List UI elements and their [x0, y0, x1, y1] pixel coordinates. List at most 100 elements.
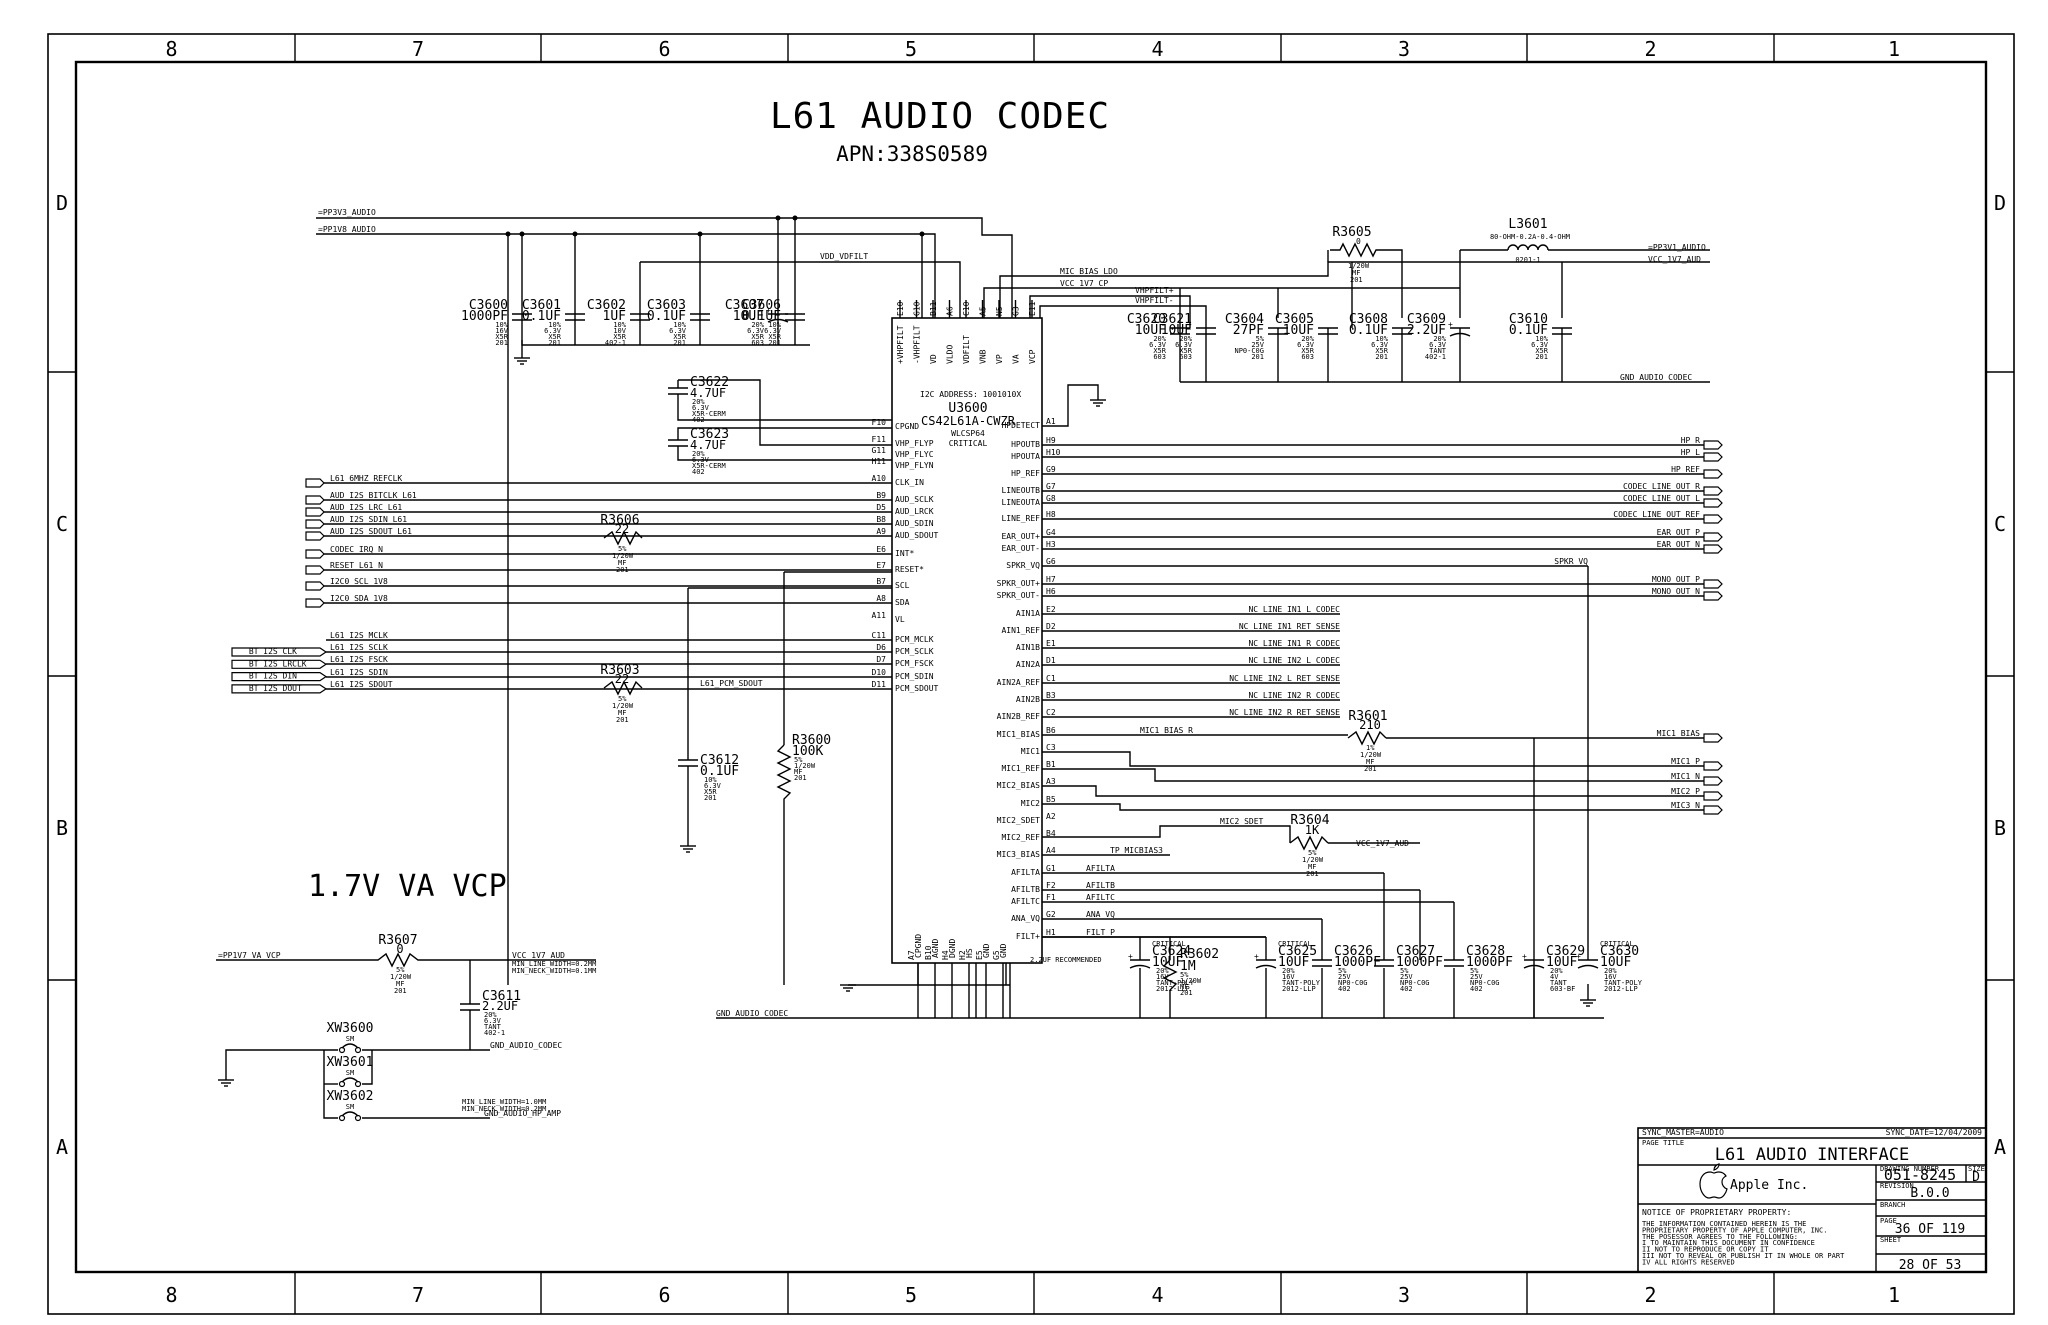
r3601-resistor: R3601 210 1% 1/20W MF 201: [1347, 709, 1388, 773]
right-net-5-port-flag: [1703, 514, 1723, 524]
c3605-spec-0: 20%: [1301, 335, 1314, 343]
title-block: SYNC_MASTER=AUDIO SYNC_DATE=12/04/2009 P…: [1637, 1127, 1987, 1273]
pp3v1-net: =PP3V1_AUDIO: [1648, 243, 1706, 252]
c3626-ref: C3626: [1334, 944, 1373, 959]
vcc-1v7-aud-net-va: VCC_1V7_AUD: [512, 951, 565, 960]
revision-label: REVISION: [1880, 1182, 1914, 1190]
company: Apple Inc.: [1730, 1178, 1808, 1193]
ic-left-ball-A8: A8: [876, 594, 886, 603]
c3606-ref: C3606: [742, 298, 781, 313]
r3601-spec-0: 1%: [1366, 744, 1375, 752]
right-net-15: NC_LINE_IN2_L_RET_SENSE: [1229, 674, 1340, 683]
right-net-mic2-p-port-flag: [1703, 791, 1723, 801]
ic-top-ball-3: A6: [946, 306, 955, 316]
ic-right-pin-afilta: AFILTA: [1011, 868, 1040, 877]
ic-bottom-pin-4: GND: [982, 943, 991, 958]
ic-bottom-ball-3: H2: [958, 950, 967, 960]
revision: B.0.0: [1910, 1186, 1949, 1201]
right-net-1: HP_L: [1681, 448, 1700, 457]
left-net-10: L61_I2S_SCLK: [330, 643, 388, 652]
ic-top-pin-0: +VHPFILT: [896, 325, 905, 364]
ic-top-pin-4: VDFILT: [962, 335, 971, 364]
c3606-spec-2: X5R: [768, 333, 781, 341]
ic-right-ball-G4: G4: [1046, 528, 1056, 537]
c3612-spec-3: 201: [704, 794, 717, 802]
gnd-audio-hp-amp-net: GND_AUDIO_HP_AMP: [484, 1109, 561, 1118]
r3603-ref: R3603: [600, 663, 639, 678]
c3600-spec-2: X5R: [495, 333, 508, 341]
zone-col-bottom-7: 7: [412, 1283, 424, 1307]
c3624-spec-0: 20%: [1156, 967, 1169, 975]
c3605-value: 10UF: [1283, 323, 1314, 338]
r3605-value: 0: [1356, 237, 1361, 246]
right-net-8: SPKR_VQ: [1554, 557, 1588, 566]
ic-right-ball-B5: B5: [1046, 795, 1056, 804]
size: D: [1972, 1170, 1980, 1185]
r3605-spec-2: 201: [1350, 276, 1363, 284]
ic-right-ball-A3: A3: [1046, 777, 1056, 786]
c3623-spec-2: X5R-CERM: [692, 462, 726, 470]
left-nets: L61_6MHZ_REFCLKAUD_I2S_BITCLK_L61AUD_I2S…: [305, 474, 892, 992]
c3626-spec-1: 25V: [1338, 973, 1351, 981]
gnd-audio-codec-net-top: GND_AUDIO_CODEC: [1620, 373, 1692, 382]
ic-critical: CRITICAL: [949, 439, 988, 448]
notice-line-1: PROPRIETARY PROPERTY OF APPLE COMPUTER, …: [1642, 1226, 1827, 1234]
r3604-spec-2: MF: [1308, 863, 1316, 871]
vhpfiltm-net: VHPFILT-: [1135, 296, 1174, 305]
ic-left-ball-F11: F11: [872, 435, 887, 444]
c3627-spec-3: 402: [1400, 985, 1413, 993]
ic-right-pin-afiltb: AFILTB: [1011, 885, 1040, 894]
ic-left-pin-pcm_fsck: PCM_FSCK: [895, 659, 934, 668]
ic-right-ball-B1: B1: [1046, 760, 1056, 769]
size-label: SIZE: [1968, 1165, 1985, 1173]
ic-left-pin-vhp_flyc: VHP_FLYC: [895, 450, 934, 459]
r3607-spec-3: 201: [394, 987, 407, 995]
r3602-spec-0: 5%: [1180, 971, 1189, 979]
r3604-ref: R3604: [1290, 813, 1329, 828]
c3604-spec-0: 5%: [1256, 335, 1265, 343]
ic-left-ball-B7: B7: [876, 577, 886, 586]
ic-right-pin-ain2a_ref: AIN2A_REF: [997, 678, 1041, 687]
ic-left-pin-aud_sdout: AUD_SDOUT: [895, 531, 939, 540]
right-net-mic3-n: MIC3_N: [1671, 801, 1700, 810]
right-net-2-port-flag: [1703, 469, 1723, 479]
ic-left-ball-D11: D11: [872, 680, 887, 689]
ic-left-pin-aud_sdin: AUD_SDIN: [895, 519, 934, 528]
vcc-1v7-cp-net: VCC_1V7_CP: [1060, 279, 1108, 288]
ic-right-ball-G9: G9: [1046, 465, 1056, 474]
decaps-right: C362010UF20%6.3VX5R603C362110UF20%6.3VX5…: [1127, 312, 1572, 382]
c3622-spec-1: 6.3V: [692, 404, 710, 412]
c3602-ref: C3602: [587, 298, 626, 313]
c3611-ref: C3611: [482, 989, 521, 1004]
r3600-spec-1: 1/20W: [794, 762, 816, 770]
ic-right-pin-afiltc: AFILTC: [1011, 897, 1040, 906]
c3601-spec-1: 6.3V: [544, 327, 562, 335]
zone-col-bottom-3: 3: [1398, 1283, 1410, 1307]
ic-top-ball-2: B11: [929, 301, 938, 316]
notice-line-4: II NOT TO REPRODUCE OR COPY IT: [1642, 1246, 1769, 1254]
left-net-7-port-flag: [305, 581, 325, 591]
right-net-9-port-flag: [1703, 579, 1723, 589]
zone-row-right-A: A: [1994, 1135, 2006, 1159]
right-net-mic1-n: MIC1_N: [1671, 772, 1700, 781]
bottom-caps: +CRITICALC362410UF20%16VTANT-POLY2012-LL…: [1128, 937, 1643, 1018]
ic-left-pin-cpgnd: CPGND: [895, 422, 919, 431]
xw-ref-0: XW3600: [327, 1021, 374, 1036]
xw-pad: [338, 1046, 346, 1054]
c3623-ref: C3623: [690, 427, 729, 442]
vcc-1v7-aud-net: VCC_1V7_AUD: [1648, 255, 1701, 264]
ic-right-pin-spkr_out+: SPKR_OUT+: [997, 579, 1041, 588]
ic-left-ball-A11: A11: [872, 611, 887, 620]
zone-col-bottom-5: 5: [905, 1283, 917, 1307]
c3601-spec-3: 201: [548, 339, 561, 347]
c3607-spec-1: 6.3V: [747, 327, 765, 335]
c3600-spec-1: 16V: [495, 327, 508, 335]
ic-left-pin-vhp_flyp: VHP_FLYP: [895, 439, 934, 448]
c3608-spec-3: 201: [1375, 353, 1388, 361]
ic-right-pin-ain1_ref: AIN1_REF: [1001, 626, 1040, 635]
right-net-26: AFILTA: [1086, 864, 1115, 873]
